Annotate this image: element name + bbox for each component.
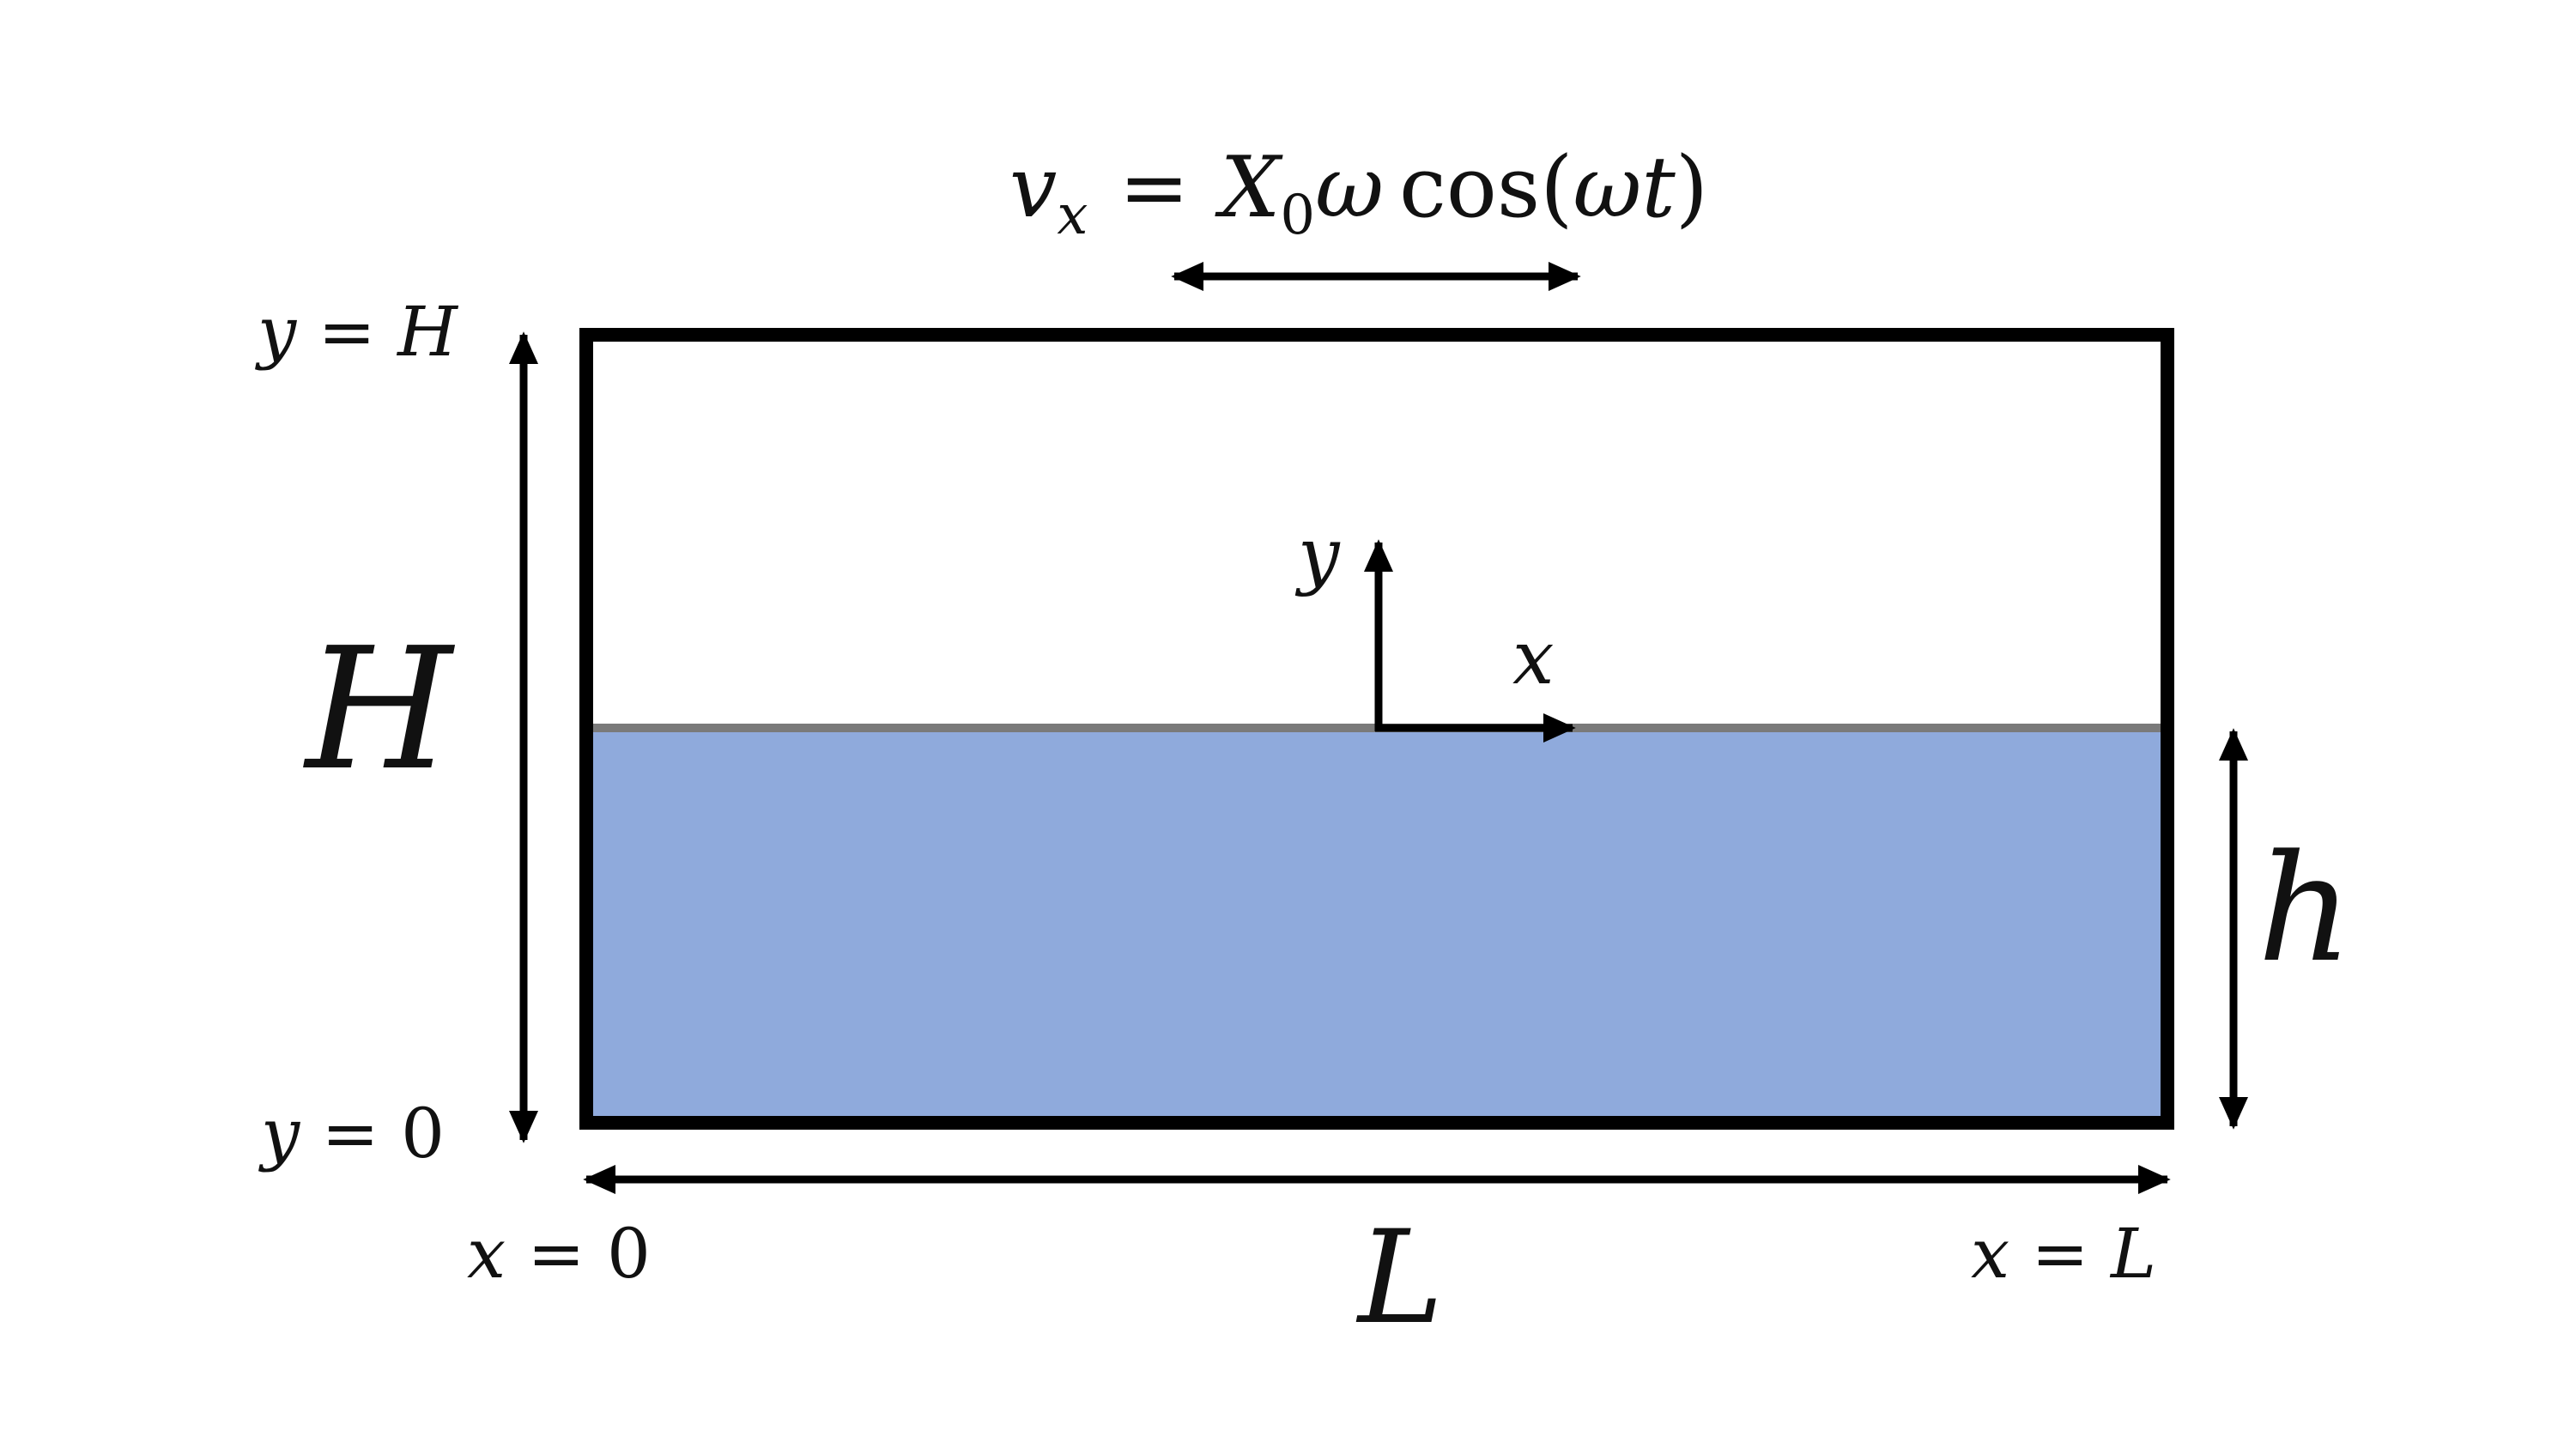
label-y-eq-0: y = 0 [258,1094,445,1173]
axis-label-x: x [1512,615,1555,701]
bc-paren-open: ( [1540,139,1573,237]
label-x-eq-L: x = L [1971,1214,2156,1294]
bc-X: X [1215,139,1284,237]
bc-equals: = [1118,139,1189,237]
bc-x-subscript: x [1057,184,1088,247]
axis-label-y: y [1294,512,1341,598]
liquid-region [586,728,2167,1123]
label-x-eq-0: x = 0 [467,1214,651,1294]
bc-paren-close: ) [1676,139,1708,237]
bc-v: v [1009,139,1057,237]
label-y-eq-H: y = H [255,292,459,372]
coordinate-axes [1363,539,1576,743]
label-h: h [2258,822,2353,995]
bc-cos: cos [1399,139,1540,237]
tank-outline [579,328,2174,1130]
label-L: L [1355,1203,1444,1353]
bc-omega: ω [1315,139,1384,237]
bc-zero-subscript: 0 [1280,184,1315,247]
bc-omega-t: ωt [1573,139,1676,237]
label-H: H [303,612,456,808]
